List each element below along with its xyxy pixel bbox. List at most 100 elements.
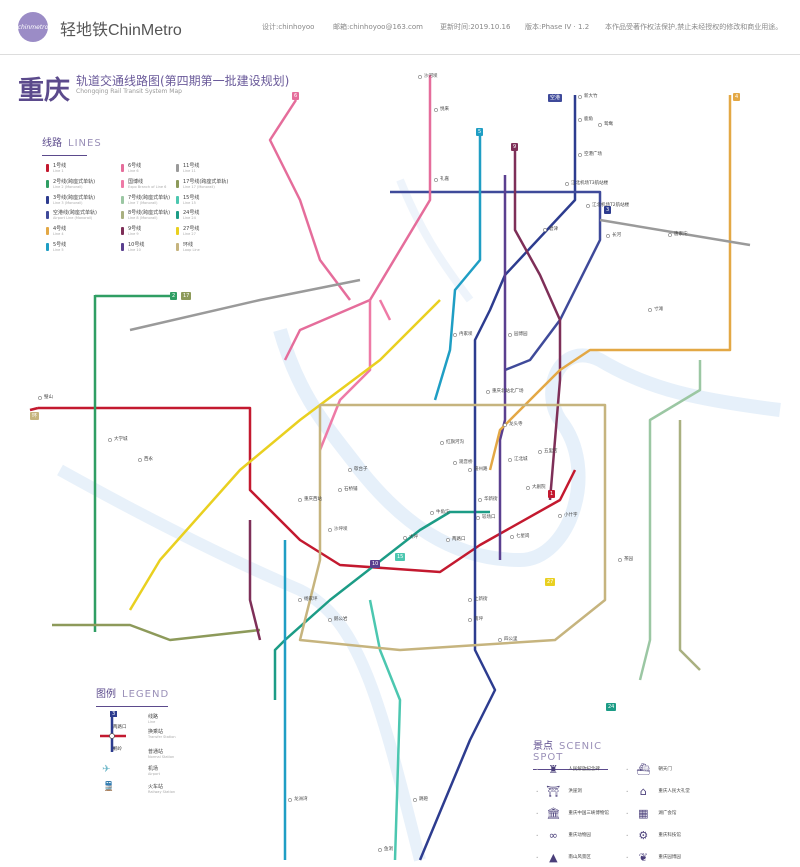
route-line[interactable] <box>513 150 562 501</box>
route-line[interactable] <box>248 520 262 641</box>
station-marker[interactable] <box>538 450 542 454</box>
scenic-spot-item[interactable]: •⌂重庆人民大礼堂 <box>626 784 690 798</box>
route-line[interactable] <box>433 128 482 401</box>
station-marker[interactable] <box>328 528 332 532</box>
station-marker[interactable] <box>543 228 547 232</box>
route-line[interactable] <box>599 218 751 247</box>
route-line[interactable] <box>488 95 732 471</box>
route-line[interactable] <box>638 360 702 681</box>
line-entry[interactable]: 8号线(跨座式单轨)Line 8 (Monorail) <box>121 210 170 220</box>
station-marker[interactable] <box>508 458 512 462</box>
station-marker[interactable] <box>578 153 582 157</box>
station-marker[interactable] <box>468 598 472 602</box>
station-marker[interactable] <box>578 118 582 122</box>
station-marker[interactable] <box>338 488 342 492</box>
station-marker[interactable] <box>565 182 569 186</box>
line-entry[interactable]: 17号线(跨座式单轨)Line 17 (Monorail) <box>176 179 228 189</box>
station-marker[interactable] <box>453 333 457 337</box>
route-line[interactable] <box>38 406 577 574</box>
station-marker[interactable] <box>403 536 407 540</box>
scenic-spot-item[interactable]: •∞重庆动物园 <box>536 828 591 842</box>
route-line[interactable] <box>29 406 39 412</box>
station-marker[interactable] <box>298 498 302 502</box>
route-line[interactable] <box>52 623 261 642</box>
station-marker[interactable] <box>510 535 514 539</box>
station-marker[interactable] <box>598 123 602 127</box>
scenic-spot-item[interactable]: •▲南山风景区 <box>536 850 591 864</box>
brand-title[interactable]: 轻地铁ChinMetro <box>60 22 182 39</box>
station-marker[interactable] <box>378 848 382 852</box>
station-marker[interactable] <box>618 558 622 562</box>
route-line[interactable] <box>368 599 402 861</box>
scenic-spot-item[interactable]: •♜人民解放纪念碑 <box>536 762 600 776</box>
station-marker[interactable] <box>328 618 332 622</box>
station-marker[interactable] <box>468 618 472 622</box>
station-marker[interactable] <box>508 333 512 337</box>
scenic-spot-item[interactable]: •⚙重庆科技馆 <box>626 828 681 842</box>
route-line[interactable] <box>318 300 372 451</box>
station-marker[interactable] <box>440 441 444 445</box>
station-marker[interactable] <box>138 458 142 462</box>
chinmetro-logo[interactable]: chinmetro <box>18 12 48 42</box>
station-marker[interactable] <box>446 538 450 542</box>
station-marker[interactable] <box>413 798 417 802</box>
station-marker[interactable] <box>478 498 482 502</box>
route-line[interactable] <box>418 95 577 861</box>
station-marker[interactable] <box>498 638 502 642</box>
station-marker[interactable] <box>453 461 457 465</box>
station-marker[interactable] <box>606 234 610 238</box>
scenic-spot-item[interactable]: •▦湖广会馆 <box>626 806 677 820</box>
station-marker[interactable] <box>578 95 582 99</box>
station-marker[interactable] <box>108 438 112 442</box>
route-line[interactable] <box>378 299 392 321</box>
route-line[interactable] <box>268 99 351 301</box>
station-marker[interactable] <box>418 75 422 79</box>
station-marker[interactable] <box>298 598 302 602</box>
station-marker[interactable] <box>486 390 490 394</box>
line-name: 8号线(跨座式单轨) <box>128 210 171 217</box>
station-marker[interactable] <box>526 486 530 490</box>
station-marker[interactable] <box>503 423 507 427</box>
scenic-spot-name: 重庆科技馆 <box>658 833 681 838</box>
line-entry[interactable]: 空港线(跨座式单轨)Airport Line (Monorail) <box>46 210 97 220</box>
station-marker[interactable] <box>434 108 438 112</box>
line-name: 7号线(跨座式单轨) <box>128 194 171 201</box>
station-marker[interactable] <box>38 396 42 400</box>
scenic-spot-item[interactable]: •❦重庆园博园 <box>626 850 681 864</box>
station-marker[interactable] <box>430 511 434 515</box>
station-marker[interactable] <box>668 233 672 237</box>
scenic-spot-item[interactable]: •⛴朝天门 <box>626 762 672 776</box>
station-marker[interactable] <box>434 178 438 182</box>
line-entry[interactable]: 2号线(跨座式单轨)Line 2 (Monorail) <box>46 179 95 189</box>
station-marker[interactable] <box>558 514 562 518</box>
route-line[interactable] <box>298 403 607 652</box>
route-line[interactable] <box>498 175 507 560</box>
station-marker[interactable] <box>468 468 472 472</box>
line-entry[interactable]: 7号线(跨座式单轨)Line 7 (Monorail) <box>121 195 170 205</box>
station-marker[interactable] <box>476 516 480 520</box>
line-entry[interactable]: 3号线(跨座式单轨)Line 3 (Monorail) <box>46 195 95 205</box>
route-line[interactable] <box>128 299 441 611</box>
route-line[interactable] <box>273 510 490 700</box>
scenic-spot-item[interactable]: •🏛重庆中国三峡博物馆 <box>536 806 609 820</box>
station-marker[interactable] <box>648 308 652 312</box>
station-marker[interactable] <box>348 468 352 472</box>
station-marker[interactable] <box>586 204 590 208</box>
route-line[interactable] <box>678 420 701 671</box>
scenic-spot-item[interactable]: •⛩洪崖洞 <box>536 784 582 798</box>
route-line[interactable] <box>390 190 602 372</box>
route-line[interactable] <box>129 278 361 332</box>
station-marker[interactable] <box>288 798 292 802</box>
